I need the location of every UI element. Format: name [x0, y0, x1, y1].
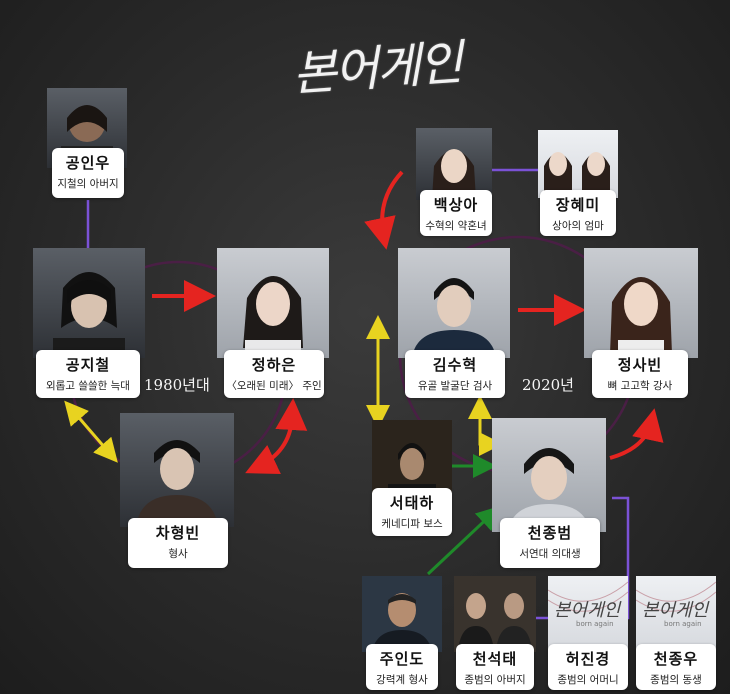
card-ju-indo: 주인도 강력계 형사 — [366, 644, 438, 690]
role-jeong-sabin: 뼈 고고학 강사 — [607, 380, 673, 392]
name-jeong-sabin: 정사빈 — [617, 356, 663, 374]
name-ju-indo: 주인도 — [379, 650, 425, 668]
role-kim-suhyeok: 유골 발굴단 검사 — [417, 380, 493, 392]
poster-title-jongwoo: 본어게인 — [642, 600, 709, 621]
portrait-baek-sanga — [416, 128, 492, 200]
arrow-sanga-suhyeok — [364, 170, 404, 250]
name-baek-sanga: 백상아 — [433, 196, 479, 214]
arrow-indo-jongbeom — [426, 505, 501, 576]
role-cheon-seoktae: 종범의 아버지 — [464, 674, 526, 686]
portrait-gong-jicheol — [33, 248, 145, 358]
arrow-jicheol-hyeongbin — [64, 400, 118, 463]
card-jang-hyemi: 장혜미 상아의 엄마 — [540, 190, 616, 236]
portrait-kim-suhyeok — [398, 248, 510, 358]
name-jeong-haeun: 정하은 — [251, 356, 297, 374]
portrait-cheon-seoktae — [454, 576, 536, 652]
portrait-cheon-jongwoo: 본어게인 born again — [636, 576, 716, 652]
card-kim-suhyeok: 김수혁 유골 발굴단 검사 — [405, 350, 505, 398]
poster-sub-jingyeong: born again — [576, 620, 614, 628]
name-cheon-jongbeom: 천종범 — [527, 524, 573, 542]
portrait-jeong-haeun — [217, 248, 329, 358]
era-label-1980: 1980년대 — [144, 376, 210, 394]
role-jeong-haeun: 〈오래된 미래〉 주인 — [226, 380, 322, 392]
arrow-jongbeom-sabin — [609, 408, 664, 460]
name-cha-hyeongbin: 차형빈 — [155, 524, 201, 542]
role-seo-taeha: 케네디파 보스 — [381, 518, 443, 530]
portrait-ju-indo — [362, 576, 442, 652]
card-baek-sanga: 백상아 수혁의 약혼녀 — [420, 190, 492, 236]
name-heo-jingyeong: 허진경 — [565, 650, 611, 668]
role-ju-indo: 강력계 형사 — [376, 674, 428, 686]
portrait-jeong-sabin — [584, 248, 698, 358]
name-kim-suhyeok: 김수혁 — [432, 356, 478, 374]
portrait-cha-hyeongbin — [120, 413, 234, 527]
poster-sub-jongwoo: born again — [664, 620, 702, 628]
card-gong-inwoo: 공인우 지철의 아버지 — [52, 148, 124, 198]
role-heo-jingyeong: 종범의 어머니 — [557, 674, 619, 686]
name-seo-taeha: 서태하 — [389, 494, 435, 512]
card-cheon-jongwoo: 천종우 종범의 동생 — [636, 644, 716, 690]
arrow-suhyeok-jongbeom — [468, 395, 503, 456]
card-heo-jingyeong: 허진경 종범의 어머니 — [548, 644, 628, 690]
card-jeong-sabin: 정사빈 뼈 고고학 강사 — [592, 350, 688, 398]
arrow-haeun-hyeongbin — [245, 398, 308, 474]
name-gong-jicheol: 공지철 — [65, 356, 111, 374]
card-gong-jicheol: 공지철 외롭고 쓸쓸한 늑대 — [36, 350, 140, 398]
name-jang-hyemi: 장혜미 — [555, 196, 601, 214]
card-cheon-jongbeom: 천종범 서연대 의대생 — [500, 518, 600, 568]
card-cha-hyeongbin: 차형빈 형사 — [128, 518, 228, 568]
role-cheon-jongbeom: 서연대 의대생 — [519, 548, 581, 560]
role-baek-sanga: 수혁의 약혼녀 — [425, 220, 487, 232]
name-cheon-seoktae: 천석태 — [472, 650, 518, 668]
card-jeong-haeun: 정하은 〈오래된 미래〉 주인 — [224, 350, 324, 398]
portrait-heo-jingyeong: 본어게인 born again — [548, 576, 628, 652]
role-gong-inwoo: 지철의 아버지 — [57, 178, 119, 190]
name-cheon-jongwoo: 천종우 — [653, 650, 699, 668]
role-cha-hyeongbin: 형사 — [168, 548, 188, 560]
portrait-cheon-jongbeom — [492, 418, 606, 532]
card-cheon-seoktae: 천석태 종범의 아버지 — [456, 644, 534, 690]
role-gong-jicheol: 외롭고 쓸쓸한 늑대 — [46, 380, 130, 392]
role-cheon-jongwoo: 종범의 동생 — [650, 674, 702, 686]
card-seo-taeha: 서태하 케네디파 보스 — [372, 488, 452, 536]
era-label-2020: 2020년 — [522, 376, 574, 394]
portrait-jang-hyemi — [538, 130, 618, 198]
drama-title: 본어게인 — [290, 34, 463, 103]
role-jang-hyemi: 상아의 엄마 — [552, 220, 604, 232]
name-gong-inwoo: 공인우 — [65, 154, 111, 172]
poster-title-jingyeong: 본어게인 — [554, 600, 621, 621]
